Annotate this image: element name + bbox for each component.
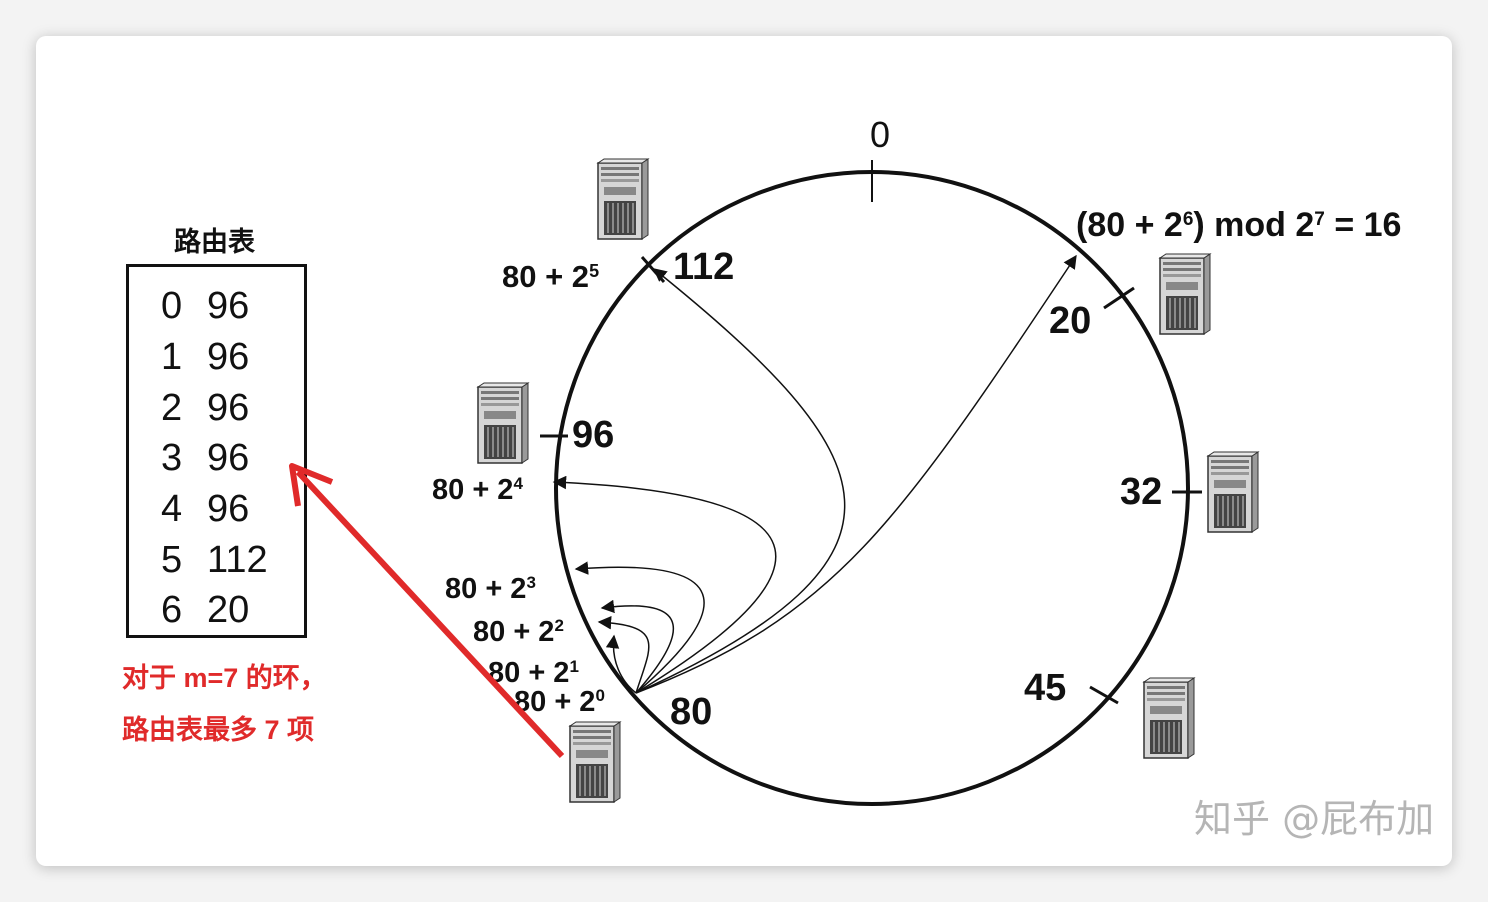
finger-label-2: 80 + 22 [473,616,564,648]
finger-label-4: 80 + 24 [432,474,523,506]
finger-label-3: 80 + 23 [445,573,536,605]
mod-label: (80 + 26) mod 27 = 16 [1076,206,1401,244]
note-line-1: 对于 m=7 的环， [122,663,327,693]
server-icon [1143,677,1195,759]
finger-arrow-4 [552,475,777,694]
finger-arrow-3 [574,561,705,694]
node-label-45: 45 [1024,667,1066,709]
tick-45 [1089,685,1119,705]
tick-20 [1103,286,1135,310]
server-icon [597,158,649,240]
finger-arrow-1 [597,615,650,694]
node-label-112: 112 [673,246,734,288]
node-label-20: 20 [1049,300,1091,342]
chord-ring-diagram: 0 112 20 32 45 80 96 80 + 25 80 + 24 80 … [289,114,1401,806]
red-arrow-head [289,463,334,507]
finger-label-0: 80 + 20 [514,686,605,718]
red-arrow [295,469,565,759]
finger-arrow-5 [635,268,846,694]
node-label-96: 96 [572,414,614,456]
finger-label-1: 80 + 21 [488,657,579,689]
finger-arrow-0 [605,634,637,694]
server-icon [477,382,529,464]
finger-arrow-2 [600,599,675,694]
routing-table-title: 路由表 [174,227,255,257]
finger-arrow-6 [635,254,1077,694]
node-label-32: 32 [1120,471,1162,513]
server-icon [569,721,621,803]
server-icon [1207,451,1259,533]
watermark: 知乎 @屁布加 [1194,797,1435,841]
server-icon [1159,253,1211,335]
ring-zero-label: 0 [870,114,890,155]
finger-label-5: 80 + 25 [502,259,599,294]
node-label-80: 80 [670,691,712,733]
note-line-2: 路由表最多 7 项 [122,715,315,745]
